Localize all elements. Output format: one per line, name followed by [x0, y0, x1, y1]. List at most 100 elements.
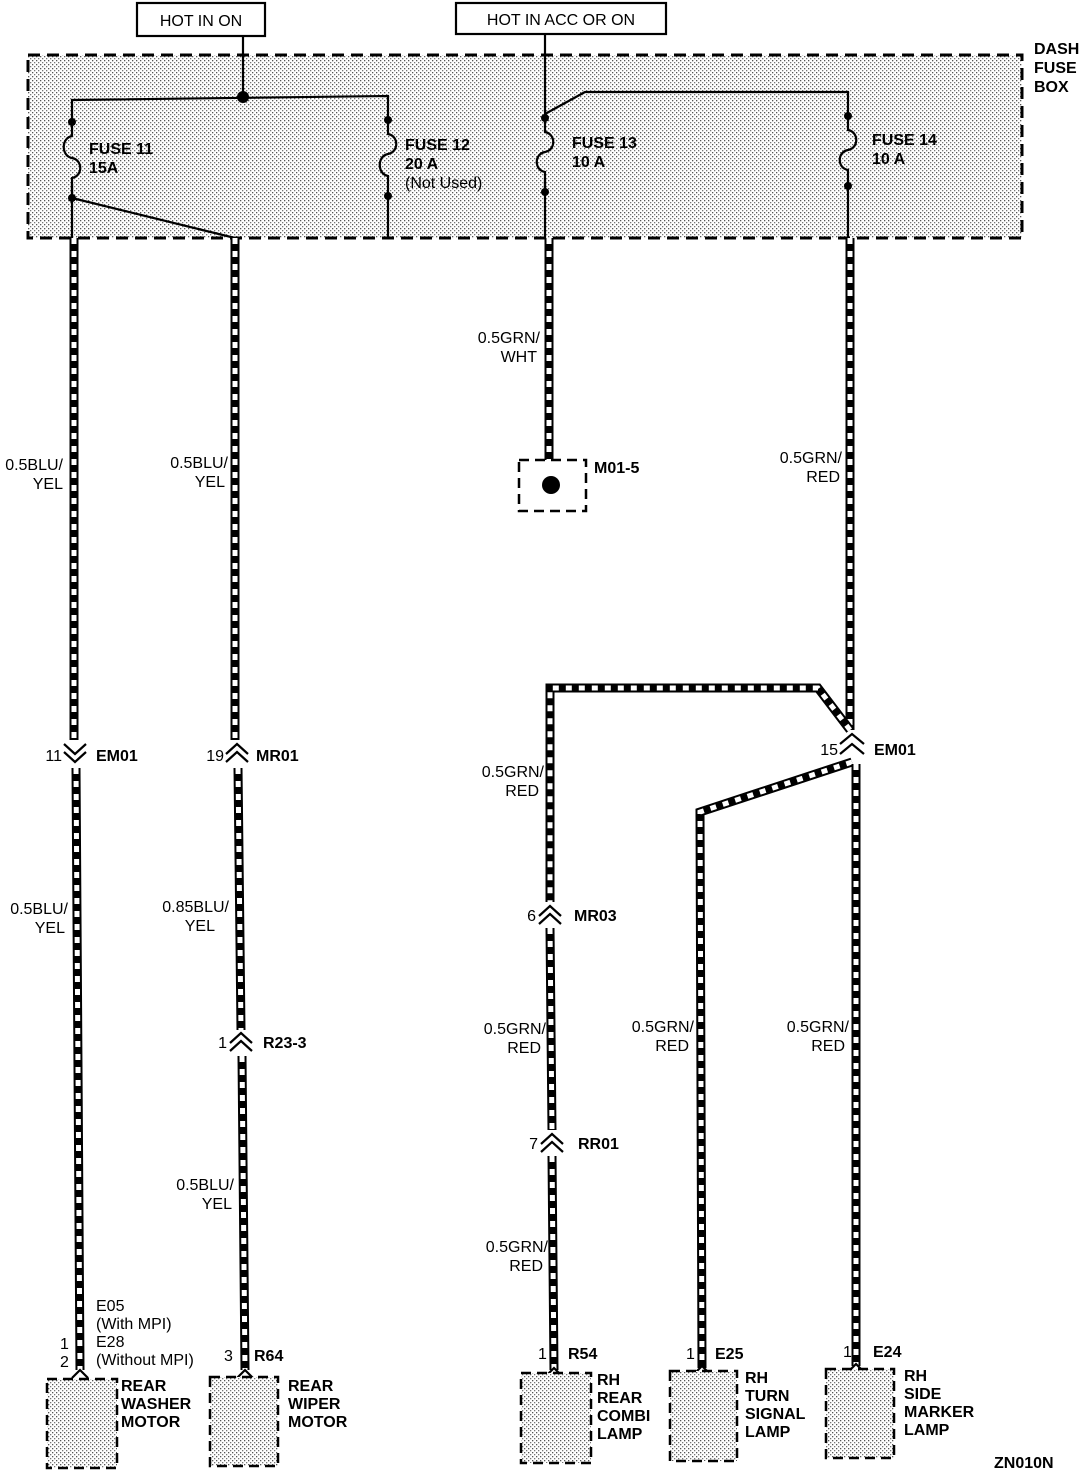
source-hot-acc-on: HOT IN ACC OR ON — [454, 1, 668, 36]
combi-name-4: LAMP — [597, 1426, 643, 1443]
em01-left-pin: 11 — [45, 748, 62, 765]
connector-em01-right — [839, 732, 865, 755]
washer-conn-e05: E05 — [96, 1298, 125, 1315]
wire-label: 0.5GRN/ — [787, 1019, 850, 1036]
wire-label: RED — [655, 1038, 689, 1055]
wire-label: 0.5GRN/ — [486, 1239, 549, 1256]
source-hot-on-label: HOT IN ON — [160, 13, 242, 30]
fuse-13-symbol — [535, 120, 555, 190]
wire-label: YEL — [33, 476, 63, 493]
wire-label: RED — [811, 1038, 845, 1055]
rh-side-marker-lamp — [824, 1367, 896, 1460]
wire-turn-lamp — [695, 757, 854, 1369]
wire-label: RED — [509, 1258, 543, 1275]
fuse-14-rating: 10 A — [872, 151, 906, 168]
fuse-11-symbol — [62, 124, 82, 196]
wire-label: 0.5BLU/ — [170, 455, 228, 472]
fuse-box-label-1: DASH — [1034, 41, 1079, 58]
connector-mr03 — [538, 904, 562, 925]
turn-pin: 1 — [686, 1346, 695, 1363]
em01-right-label: EM01 — [874, 742, 916, 759]
fuse-12-note: (Not Used) — [405, 175, 482, 192]
washer-pin-2: 2 — [60, 1354, 69, 1371]
wire-label: RED — [505, 783, 539, 800]
combi-pin: 1 — [538, 1346, 547, 1363]
wiper-conn: R64 — [254, 1348, 283, 1365]
em01-left-label: EM01 — [96, 748, 138, 765]
wire-label: 0.5BLU/ — [10, 901, 68, 918]
wire-label: RED — [806, 469, 840, 486]
wire-label: WHT — [501, 349, 538, 366]
wiper-name-1: REAR — [288, 1378, 334, 1395]
washer-name-1: REAR — [121, 1378, 167, 1395]
turn-conn: E25 — [715, 1346, 744, 1363]
combi-name-2: REAR — [597, 1390, 643, 1407]
combi-conn: R54 — [568, 1346, 597, 1363]
m01-5-label: M01-5 — [594, 460, 639, 477]
wiper-pin: 3 — [224, 1348, 233, 1365]
fuse-box-internal-wiring — [68, 34, 852, 240]
wire-label: RED — [507, 1040, 541, 1057]
washer-name-3: MOTOR — [121, 1414, 181, 1431]
fuse-14-name: FUSE 14 — [872, 132, 937, 149]
dash-fuse-box — [26, 53, 1024, 240]
marker-pin: 1 — [843, 1344, 852, 1361]
fuse-14-symbol — [838, 118, 858, 184]
fuse-box-label-2: FUSE — [1034, 60, 1077, 77]
em01-right-pin: 15 — [820, 742, 838, 759]
wire-label: YEL — [195, 474, 225, 491]
wire-label: 0.5GRN/ — [482, 764, 545, 781]
washer-pin-1: 1 — [60, 1336, 69, 1353]
marker-name-1: RH — [904, 1368, 927, 1385]
turn-name-4: LAMP — [745, 1424, 791, 1441]
marker-conn: E24 — [873, 1344, 902, 1361]
fuse-11-name: FUSE 11 — [89, 141, 153, 158]
fuse-11-rating: 15A — [89, 160, 119, 177]
combi-name-1: RH — [597, 1372, 620, 1389]
wire-label: 0.5BLU/ — [176, 1177, 234, 1194]
turn-name-3: SIGNAL — [745, 1406, 806, 1423]
rh-turn-signal-lamp — [668, 1369, 739, 1463]
turn-name-1: RH — [745, 1370, 768, 1387]
turn-name-2: TURN — [745, 1388, 789, 1405]
connector-rr01 — [540, 1132, 564, 1153]
fuse-12-name: FUSE 12 — [405, 137, 470, 154]
wiper-name-2: WIPER — [288, 1396, 341, 1413]
wire-combi-lamp — [545, 683, 854, 1371]
wiper-name-3: MOTOR — [288, 1414, 348, 1431]
marker-name-2: SIDE — [904, 1386, 942, 1403]
r23-3-pin: 1 — [218, 1035, 227, 1052]
wire-rear-wiper — [230, 238, 250, 1371]
fuse-12-symbol — [378, 122, 398, 194]
rear-washer-motor — [45, 1377, 119, 1470]
washer-conn-e28-note: (Without MPI) — [96, 1352, 194, 1369]
wire-label: YEL — [202, 1196, 232, 1213]
combi-name-3: COMBI — [597, 1408, 650, 1425]
mr01-pin: 19 — [206, 748, 224, 765]
wire-label: 0.5GRN/ — [478, 330, 541, 347]
washer-conn-e28: E28 — [96, 1334, 125, 1351]
washer-conn-e05-note: (With MPI) — [96, 1316, 172, 1333]
rr01-pin: 7 — [529, 1136, 538, 1153]
mr03-pin: 6 — [527, 908, 536, 925]
wire-color-labels: 0.5BLU/ YEL 0.5BLU/ YEL 0.5GRN/ WHT 0.5G… — [5, 330, 849, 1275]
wire-label: YEL — [185, 918, 215, 935]
rr01-label: RR01 — [578, 1136, 619, 1153]
connector-em01-left — [63, 743, 87, 764]
connector-mr01 — [225, 742, 249, 763]
m01-5-terminal — [517, 458, 588, 513]
mr03-label: MR03 — [574, 908, 617, 925]
source-hot-acc-on-label: HOT IN ACC OR ON — [487, 12, 635, 29]
r23-3-label: R23-3 — [263, 1035, 307, 1052]
wire-label: 0.5GRN/ — [780, 450, 843, 467]
rh-rear-combi-lamp — [519, 1371, 593, 1465]
fuse-13-rating: 10 A — [572, 154, 606, 171]
marker-name-4: LAMP — [904, 1422, 950, 1439]
wire-label: 0.5BLU/ — [5, 457, 63, 474]
source-hot-on: HOT IN ON — [135, 1, 267, 38]
connector-r23-3 — [229, 1031, 253, 1052]
rear-wiper-motor — [208, 1375, 280, 1468]
fuse-12-rating: 20 A — [405, 156, 439, 173]
wire-label: 0.85BLU/ — [162, 899, 229, 916]
